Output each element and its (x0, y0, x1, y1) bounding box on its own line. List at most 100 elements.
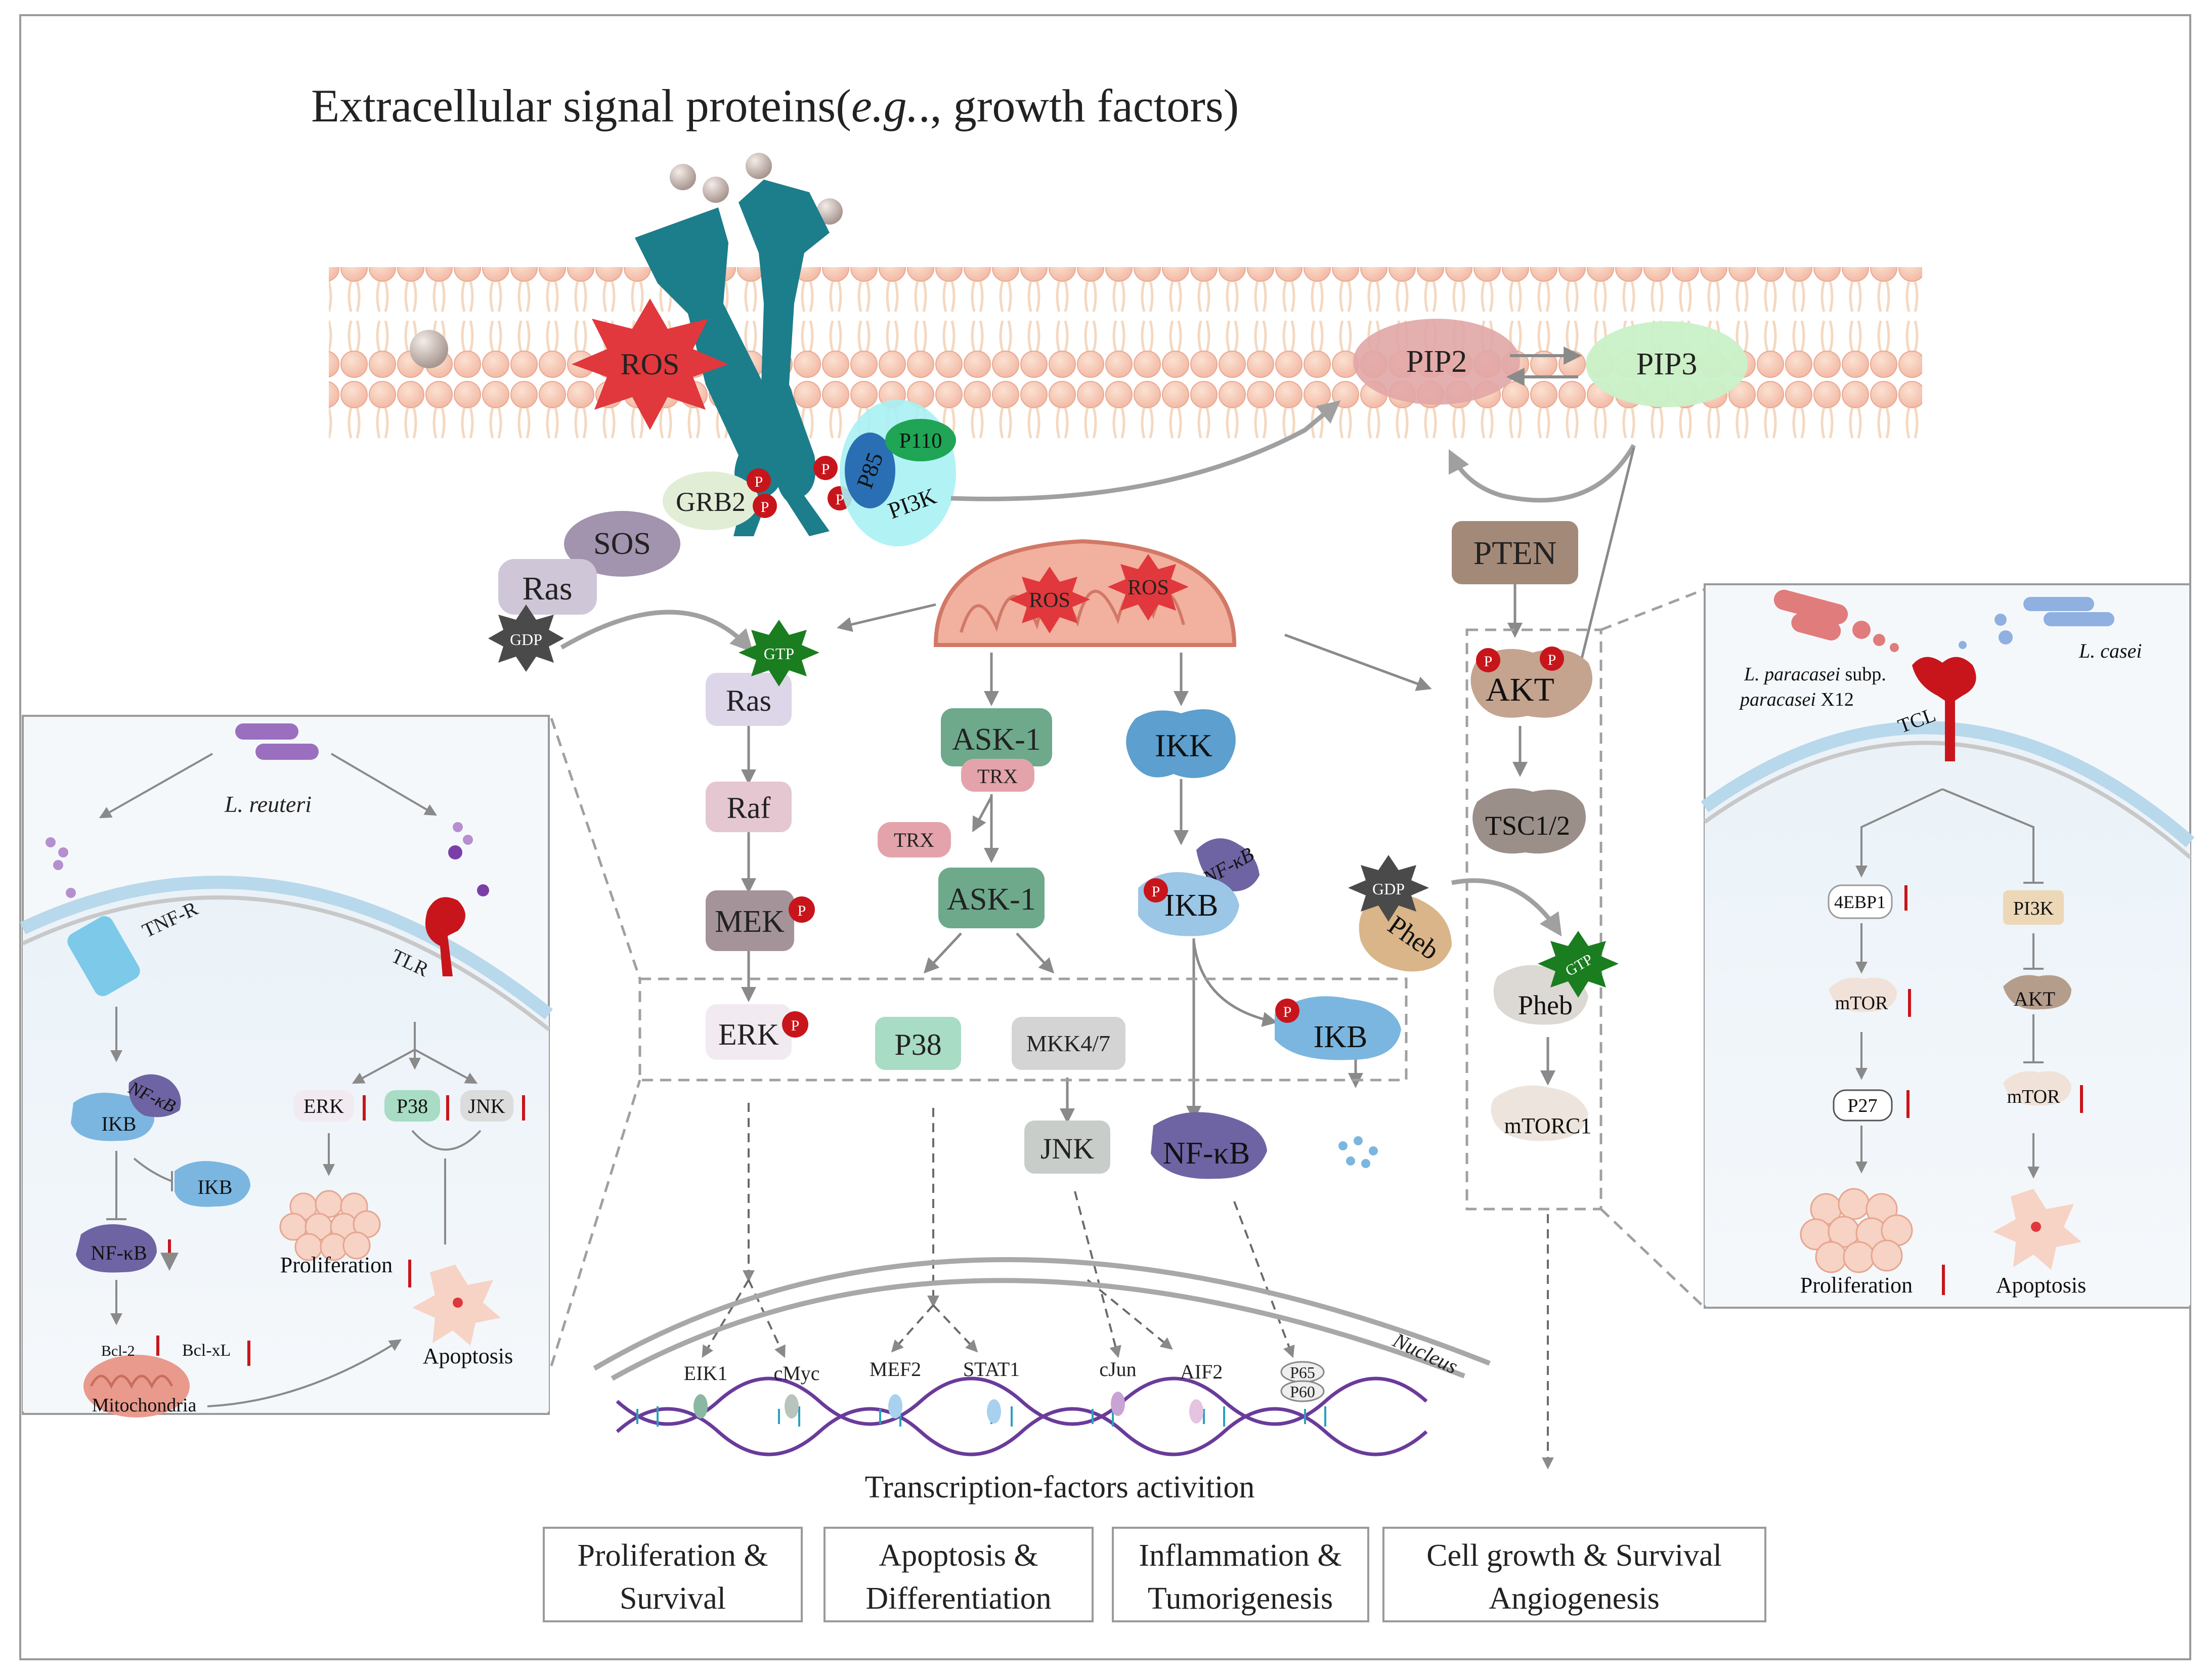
svg-text:P65: P65 (1290, 1363, 1315, 1382)
raf-node: Raf (706, 782, 792, 832)
outcome-proliferation-survival: Proliferation & Survival (543, 1527, 803, 1622)
svg-text:P: P (798, 902, 806, 919)
svg-text:ERK: ERK (718, 1018, 779, 1051)
svg-text:Survival: Survival (620, 1581, 726, 1616)
nucleus-caption: Transcription-factors activition (865, 1470, 1255, 1504)
svg-text:IKB: IKB (102, 1112, 137, 1135)
right-apoptotic-cell (1993, 1189, 2081, 1270)
svg-text:P: P (755, 474, 763, 490)
p38-node: P38 (875, 1017, 961, 1070)
svg-text:GTP: GTP (764, 644, 794, 663)
gtp-star-ras: GTP (739, 620, 819, 686)
left-panel-l-reuteri: L. reuteri TNF-R TLR IKB N (20, 715, 553, 1417)
ask1-node: ASK-1 (938, 868, 1045, 928)
nfkb-node: NF-κB (1151, 1112, 1267, 1179)
outcome-boxes: Proliferation & Survival Apoptosis & Dif… (543, 1527, 1766, 1622)
svg-text:GDP: GDP (1372, 880, 1405, 898)
ikb-nfkb-complex: NF-κB IKB P (1138, 838, 1260, 936)
svg-text:AKT: AKT (1486, 671, 1554, 708)
svg-text:Proliferation: Proliferation (1800, 1273, 1913, 1298)
pheb-gtp: Pheb GTP (1493, 931, 1619, 1025)
right-proliferating-cells (1800, 1188, 1913, 1273)
svg-text:cMyc: cMyc (773, 1362, 819, 1385)
svg-text:P: P (791, 1017, 800, 1034)
svg-text:P: P (1152, 883, 1160, 900)
svg-text:Apoptosis &: Apoptosis & (879, 1538, 1038, 1573)
nucleus-label: Nucleus (1389, 1328, 1461, 1379)
svg-text:P: P (1283, 1004, 1292, 1020)
svg-text:AKT: AKT (2014, 987, 2055, 1010)
tlr-receptor: TLR (388, 897, 465, 981)
pip3-node: PIP3 (1586, 321, 1748, 407)
svg-text:MKK4/7: MKK4/7 (1026, 1030, 1110, 1056)
svg-text:MEK: MEK (715, 905, 785, 939)
degraded-fragments (1338, 1136, 1378, 1168)
svg-text:mTOR: mTOR (2007, 1086, 2061, 1107)
outcome-inflammation-tumorigenesis: Inflammation & Tumorigenesis (1112, 1527, 1369, 1622)
pathway-arrows (741, 447, 1635, 1124)
svg-text:P38: P38 (894, 1028, 941, 1061)
svg-text:IKB: IKB (1314, 1020, 1368, 1054)
svg-text:ERK: ERK (303, 1095, 344, 1117)
mtorc1-node: mTORC1 (1491, 1085, 1592, 1141)
receptor-tyrosine-kinase (635, 180, 830, 536)
pheb-gdp: Pheb GDP (1348, 855, 1452, 972)
svg-text:Apoptosis: Apoptosis (423, 1344, 513, 1368)
svg-text:Proliferation: Proliferation (280, 1253, 393, 1277)
mek-node: MEK P (706, 890, 815, 951)
left-erk-p38-jnk: ERK P38 JNK (293, 1090, 525, 1122)
outcome-apoptosis-differentiation: Apoptosis & Differentiation (823, 1527, 1094, 1622)
pi3k-complex: P85 P110 PI3K (840, 400, 956, 546)
svg-text:P38: P38 (397, 1095, 428, 1117)
svg-text:mTOR: mTOR (1835, 993, 1889, 1014)
svg-text:Tumorigenesis: Tumorigenesis (1148, 1581, 1333, 1616)
svg-text:mTORC1: mTORC1 (1504, 1113, 1592, 1138)
left-proliferating-cells (279, 1190, 381, 1261)
svg-text:ASK-1: ASK-1 (952, 722, 1041, 757)
svg-text:paracasei X12: paracasei X12 (1739, 689, 1854, 710)
svg-text:Bcl-xL: Bcl-xL (182, 1341, 231, 1360)
ros-burst-membrane: ROS (572, 298, 728, 430)
akt-node: AKT P P (1470, 647, 1592, 718)
svg-text:P60: P60 (1290, 1383, 1315, 1401)
pten-node: PTEN (1452, 521, 1578, 584)
tsc-node: TSC1/2 (1472, 788, 1586, 854)
svg-text:ROS: ROS (1029, 589, 1070, 612)
svg-text:Ras: Ras (726, 684, 771, 717)
svg-text:Pheb: Pheb (1518, 990, 1573, 1020)
growth-factor-ligands (410, 153, 843, 368)
svg-text:EIK1: EIK1 (684, 1362, 728, 1385)
svg-text:GRB2: GRB2 (676, 487, 746, 517)
svg-text:Apoptosis: Apoptosis (1996, 1273, 2086, 1298)
svg-text:Inflammation &: Inflammation & (1139, 1538, 1341, 1573)
left-mitochondria: Bcl-2 Bcl-xL Mitochondria (83, 1336, 250, 1417)
pip-equilibrium-arrows (1506, 347, 1582, 386)
svg-text:P: P (1548, 652, 1556, 668)
svg-text:P27: P27 (1847, 1095, 1877, 1116)
svg-text:Mitochondria: Mitochondria (92, 1395, 197, 1416)
svg-text:PIP2: PIP2 (1406, 345, 1467, 379)
sos-node: SOS (564, 511, 680, 577)
svg-text:Bcl-2: Bcl-2 (101, 1343, 135, 1359)
svg-text:NF-κB: NF-κB (1163, 1136, 1250, 1171)
svg-text:NF-κB: NF-κB (91, 1241, 147, 1264)
svg-text:PTEN: PTEN (1473, 535, 1557, 572)
svg-text:TRX: TRX (894, 829, 934, 851)
ras-gtp-node: Ras (706, 673, 792, 726)
mitochondrion: ROS ROS (933, 539, 1237, 647)
svg-text:Raf: Raf (727, 791, 771, 825)
svg-text:Cell growth & Survival: Cell growth & Survival (1426, 1538, 1722, 1573)
svg-text:TSC1/2: TSC1/2 (1485, 810, 1570, 841)
svg-text:IKB: IKB (198, 1176, 233, 1198)
svg-text:Ras: Ras (523, 570, 573, 607)
svg-text:Angiogenesis: Angiogenesis (1489, 1581, 1660, 1616)
svg-text:PIP3: PIP3 (1636, 347, 1698, 381)
jnk-node: JNK (1024, 1121, 1110, 1174)
ikb-free: IKB P (1275, 996, 1401, 1060)
svg-text:STAT1: STAT1 (963, 1358, 1020, 1381)
svg-text:MEF2: MEF2 (870, 1358, 921, 1381)
svg-text:P: P (836, 491, 844, 508)
grb2-node: GRB2 (663, 471, 759, 530)
svg-text:L. paracasei subp.: L. paracasei subp. (1744, 664, 1886, 685)
